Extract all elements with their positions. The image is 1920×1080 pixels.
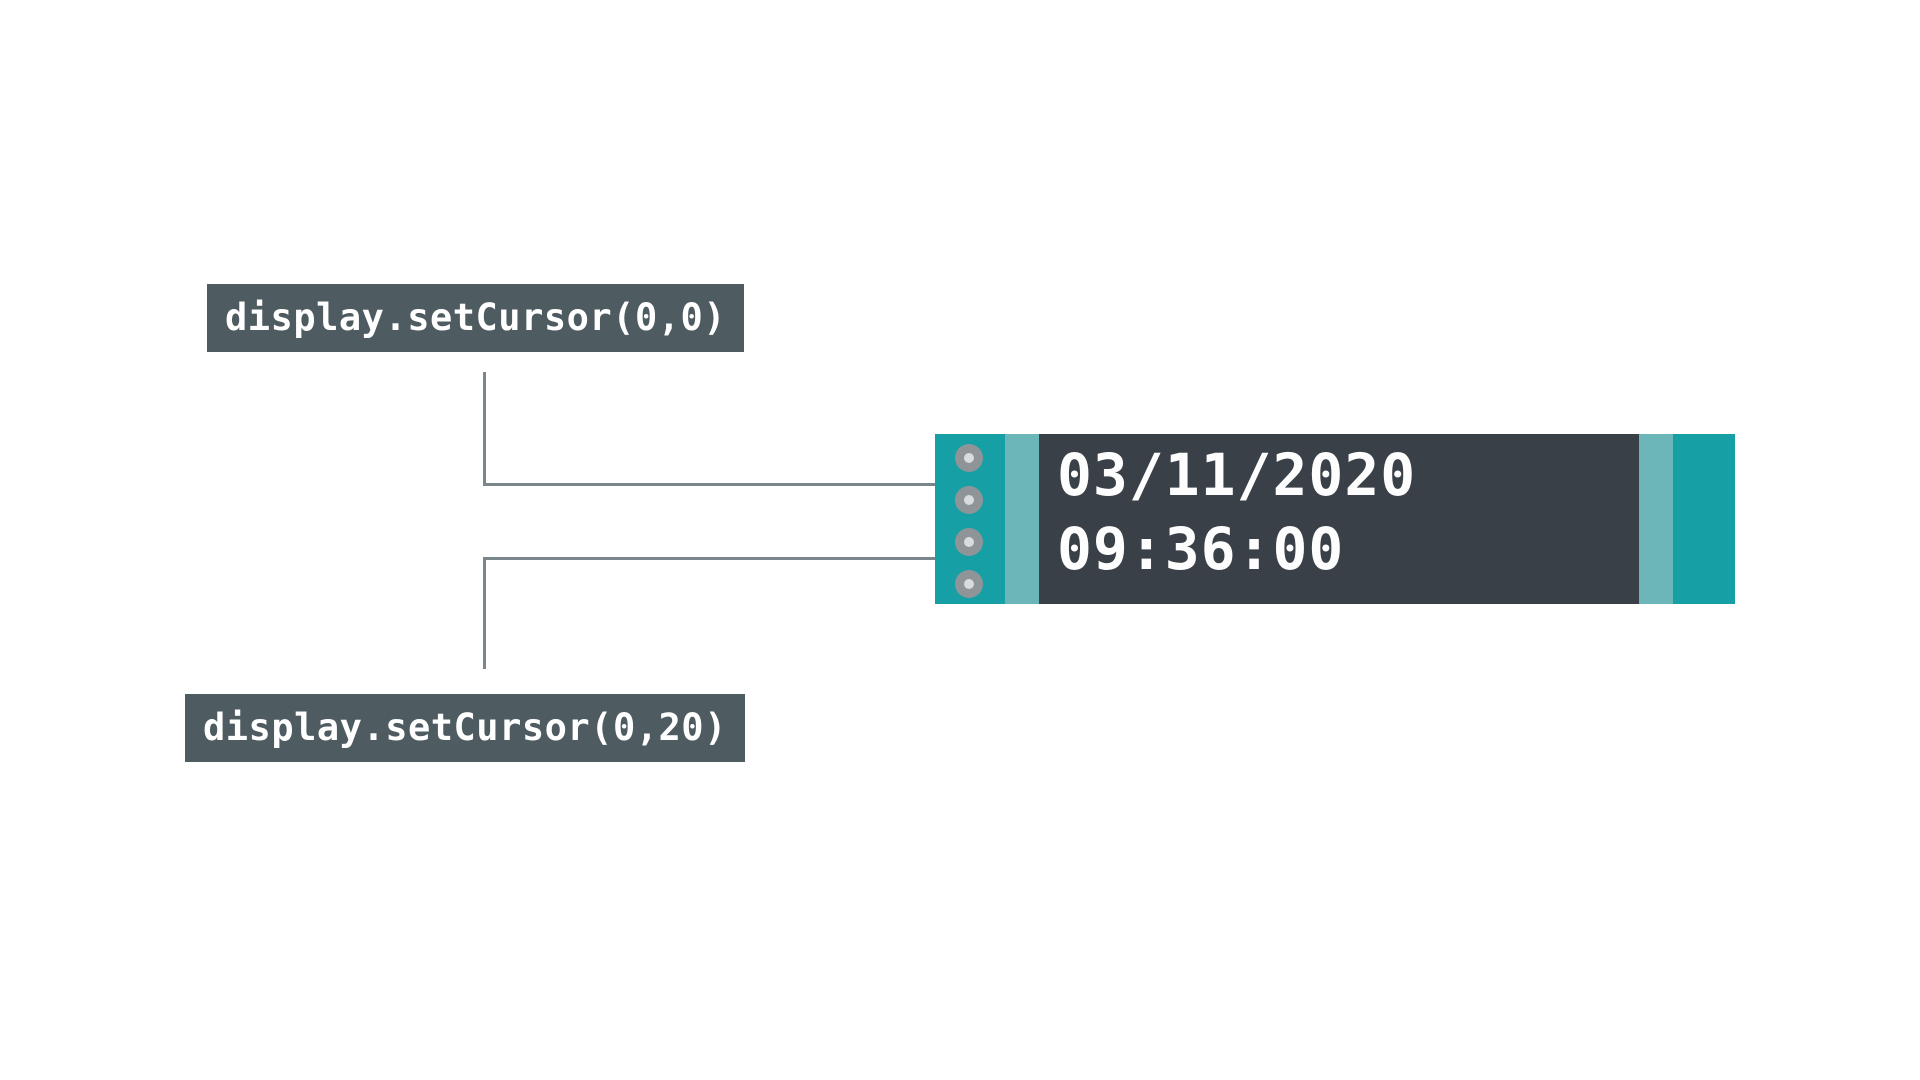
leader-line-bottom-vertical: [483, 557, 486, 669]
lcd-screen-area: 03/11/2020 09:36:00: [1039, 434, 1639, 604]
leader-line-top-vertical: [483, 372, 486, 485]
screw-hole-icon: [955, 444, 983, 472]
lcd-screen-line-1: 03/11/2020: [1057, 441, 1417, 509]
lcd-screen-line-2: 09:36:00: [1057, 515, 1345, 583]
pcb-left-strip: [935, 434, 1005, 604]
leader-line-bottom-horizontal: [483, 557, 1063, 560]
callout-top-label: display.setCursor(0,0): [225, 296, 727, 339]
screw-hole-icon: [955, 570, 983, 598]
callout-bottom-label: display.setCursor(0,20): [203, 706, 727, 749]
screw-hole-icon: [955, 486, 983, 514]
lcd-display-module: 03/11/2020 09:36:00: [935, 434, 1735, 604]
screw-hole-icon: [955, 528, 983, 556]
pcb-left-highlight-strip: [1005, 434, 1039, 604]
callout-set-cursor-0-20: display.setCursor(0,20): [185, 694, 745, 762]
leader-line-top-horizontal: [483, 483, 1063, 486]
pcb-right-strip: [1673, 434, 1735, 604]
callout-set-cursor-0-0: display.setCursor(0,0): [207, 284, 745, 352]
pcb-right-highlight-strip: [1639, 434, 1673, 604]
